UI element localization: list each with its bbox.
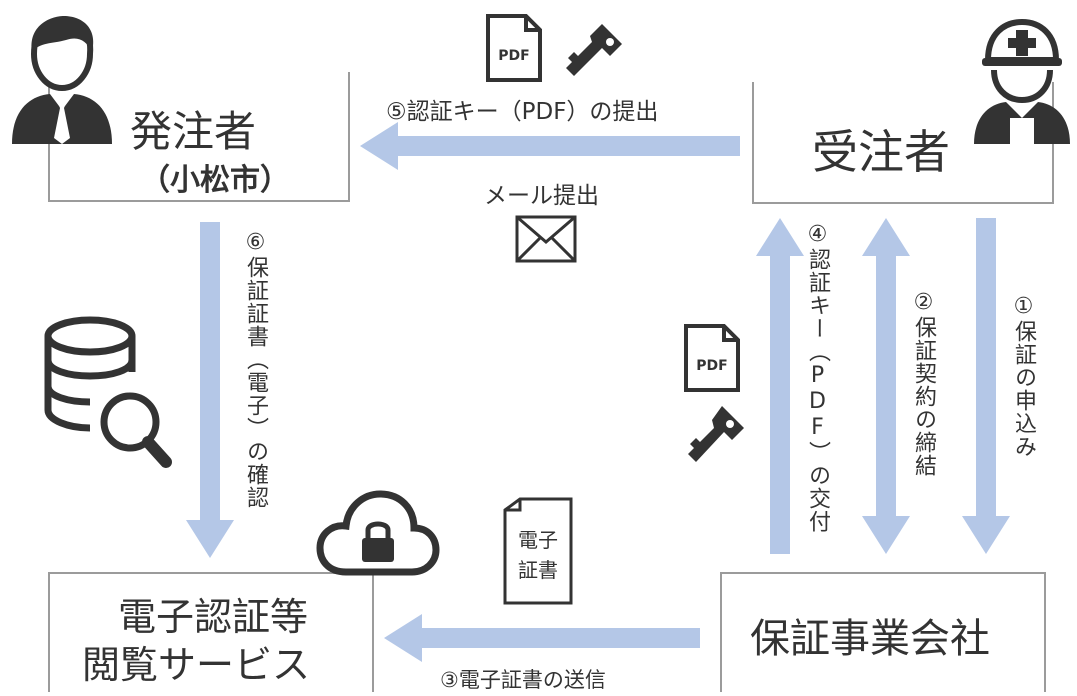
step3-label: ③電子証書の送信 bbox=[440, 668, 606, 692]
orderer-title: 発注者 bbox=[130, 107, 257, 156]
envelope-icon bbox=[515, 215, 577, 263]
document-label-line2: 証書 bbox=[518, 558, 558, 582]
service-line1: 電子認証等 bbox=[118, 595, 309, 639]
businessman-icon bbox=[12, 16, 112, 144]
pdf-label-top: PDF bbox=[498, 48, 529, 64]
arrow-step1 bbox=[962, 218, 1010, 554]
arrow-step4 bbox=[756, 218, 804, 554]
pdf-file-icon: PDF bbox=[486, 14, 542, 82]
arrow-step5 bbox=[360, 122, 740, 170]
orderer-subtitle: （小松市） bbox=[140, 163, 290, 198]
arrow-step2 bbox=[862, 218, 910, 554]
mail-label: メール提出 bbox=[484, 183, 599, 209]
service-box bbox=[48, 572, 374, 692]
worker-icon bbox=[974, 18, 1070, 144]
step4-label: ④認証キー（PDF）の交付 bbox=[805, 222, 830, 533]
arrow-step3 bbox=[384, 614, 700, 662]
guarantor-box bbox=[720, 572, 1046, 692]
pdf-label-mid: PDF bbox=[696, 358, 727, 374]
key-icon bbox=[566, 24, 622, 76]
service-line2: 閲覧サービス bbox=[82, 643, 311, 687]
database-search-icon bbox=[44, 316, 172, 468]
contractor-title: 受注者 bbox=[812, 125, 950, 179]
step1-label: ①保証の申込み bbox=[1011, 294, 1036, 458]
cloud-lock-icon bbox=[316, 490, 440, 576]
document-label-line1: 電子 bbox=[518, 528, 558, 552]
step6-label: ⑥保証証書（電子）の確認 bbox=[243, 230, 268, 509]
pdf-file-icon: PDF bbox=[684, 324, 740, 392]
guarantor-title: 保証事業会社 bbox=[750, 616, 990, 662]
arrow-step6 bbox=[186, 222, 234, 558]
step2-label: ②保証契約の締結 bbox=[911, 290, 936, 477]
key-icon bbox=[688, 406, 744, 462]
step5-label: ⑤認証キー（PDF）の提出 bbox=[386, 99, 659, 125]
document-icon bbox=[503, 497, 573, 605]
